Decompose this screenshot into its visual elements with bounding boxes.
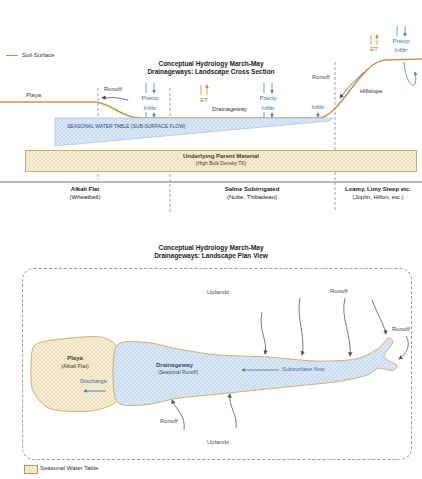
precip-arrow [146,83,154,93]
water-table-wedge-path [55,118,333,146]
playa-shape: Playa(Alkali Flat) [31,335,121,413]
infiltration-arrow [404,62,416,85]
diagram-label: Infiltr [311,104,324,111]
legend-text: Seasonal Water Table [40,465,98,472]
water-table-wedge: SEASONAL WATER TABLE (SUB-SURFACE FLOW) [55,118,333,146]
diagram-label: Conceptual Hydrology March-May [158,244,263,251]
uplands-region: Playa(Alkali Flat)Drainageway(Seasonal R… [22,268,412,460]
diagram-label: Infiltr [261,105,274,112]
playa-shape-outline [31,335,121,413]
drainageway-shape: Drainageway(Seasonal Runoff) [116,334,398,412]
diagram-label: Precip [141,95,158,102]
water-table-wedge-outline [55,118,333,146]
legend-line-sample [6,55,18,56]
legend-swatch [24,465,38,474]
node-text: Uplands [207,289,229,296]
diagram-label: Infiltr [143,105,156,112]
runoff-arrow [399,336,408,359]
diagram-label: (Nobe, Thibadeau) [227,194,277,201]
diagram-label: Subsurface flow [282,366,325,373]
node-text: (Alkali Flat) [61,363,89,369]
legend-text: Soil Surface [22,52,54,59]
runoff-arrow [340,72,364,98]
playa-shape-path [31,337,121,412]
diagram-label: Discharge [80,378,107,385]
parent-material-band-path [26,151,417,172]
runoff-arrow [261,312,266,354]
et-arrow [371,35,377,45]
diagram-label: ET [200,97,208,104]
diagram-label: Saline Subirrigated [225,186,280,193]
diagram-label: Precip [259,95,276,102]
diagram-label: Runoff [330,288,348,295]
diagram-label: (Joplin, Hillon, etc.) [352,194,403,201]
diagram-label: (Wheatbelt) [69,194,100,201]
runoff-arrow [299,298,303,355]
discharge-arrow [84,391,106,392]
diagram-label: Runoff [392,326,410,333]
precip-arrow [264,83,272,93]
infiltration-arrow [264,112,272,117]
subtitle: Drainageways: Landscape Cross Section [147,68,274,75]
infiltration-arrow [146,112,154,117]
runoff-arrow [344,298,350,356]
diagram-label: Loamy, Limy Steep etc. [345,186,411,193]
diagram-label: Runoff [160,418,178,425]
diagram-label: Hillslope [360,88,383,95]
row-separator [0,182,422,183]
node-text: Underlying Parent Material [183,153,259,160]
diagram-label: Infiltr [394,47,407,54]
diagram-label: Drainageways: Landscape Plan View [154,252,268,259]
runoff-arrow [172,400,184,430]
soil-surface [0,59,422,118]
node-text: SEASONAL WATER TABLE (SUB-SURFACE FLOW) [67,124,186,130]
diagram-label: Precip [392,38,409,45]
node-text: Drainageway [156,362,193,369]
precip-arrow [397,26,405,36]
zone-divider [335,62,336,212]
diagram-label: Playa [26,92,41,99]
drainageway-shape-path [113,338,397,406]
diagram-label: Runoff [104,86,122,93]
subsurface-flow-arrow [242,370,279,371]
diagram-label: Runoff [312,74,330,81]
diagram-label: Drainageway [212,106,247,113]
node-text: (High Bulk Density Till) [196,161,246,167]
node-text: Playa [67,355,83,362]
runoff-arrow [372,300,386,334]
zone-divider [170,88,171,212]
node-text: (Seasonal Runoff) [158,370,198,376]
et-arrow [201,85,207,95]
diagram-label: Alkali Flat [71,186,99,193]
node-text: Uplands [207,439,229,446]
parent-material-band: Underlying Parent Material(High Bulk Den… [25,150,417,172]
runoff-arrow [102,97,128,100]
runoff-arrow [230,394,237,428]
diagram-title: Conceptual Hydrology March-May [158,60,263,67]
infiltration-arrow [318,112,319,118]
diagram-label: ET [370,46,378,53]
